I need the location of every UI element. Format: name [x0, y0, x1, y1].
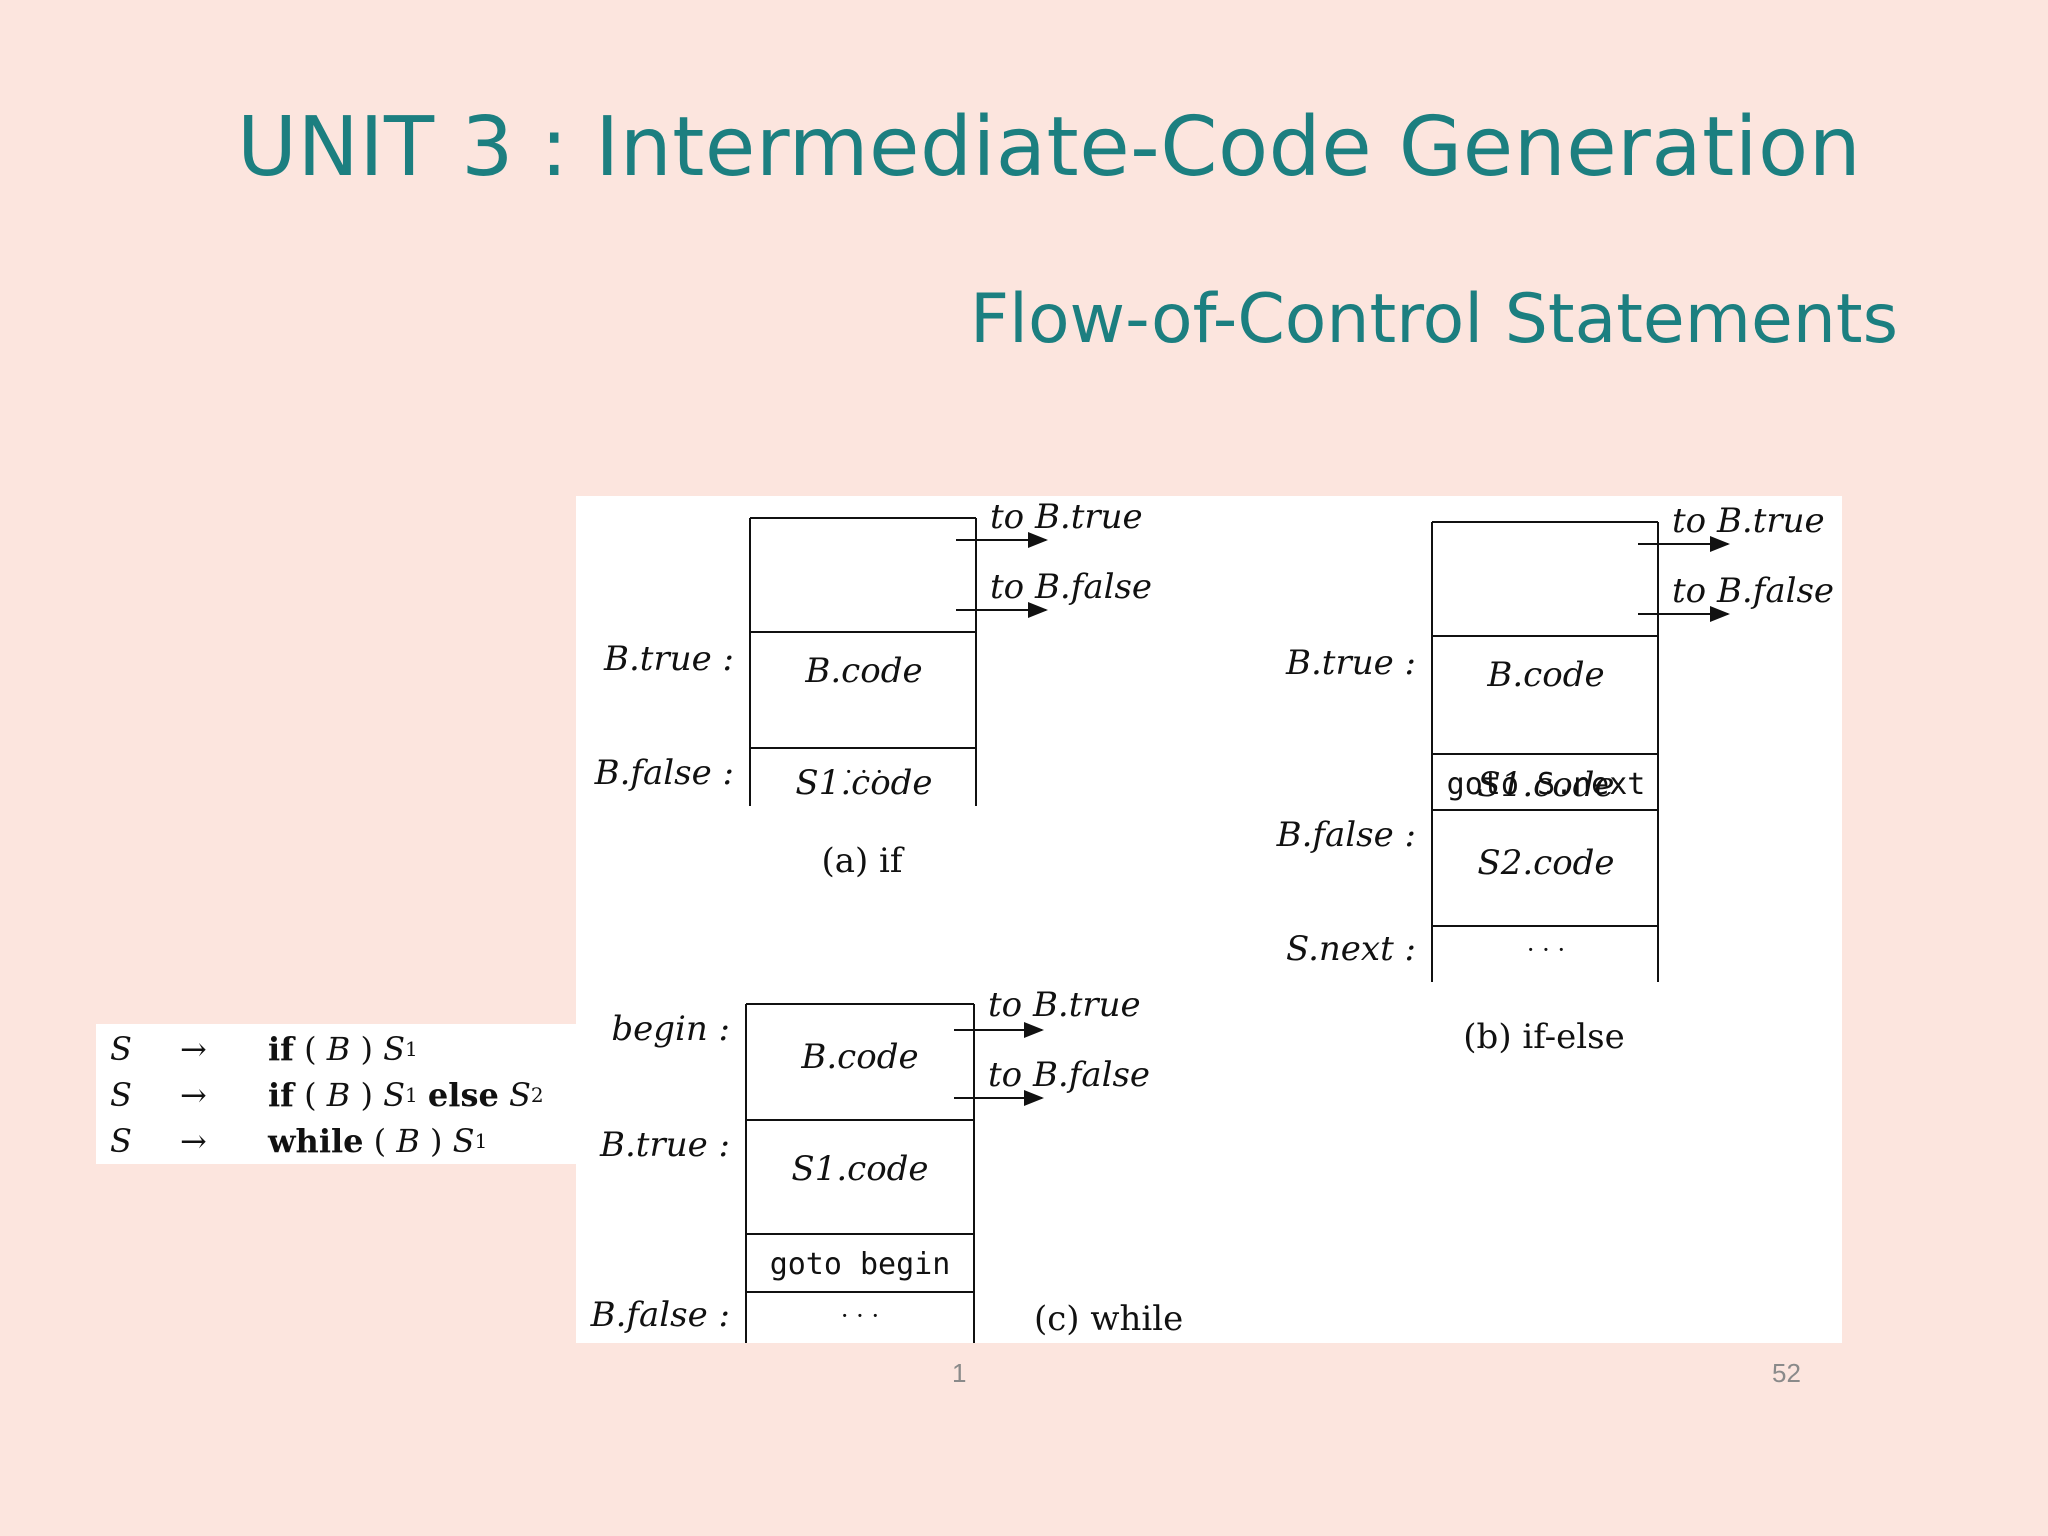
- condition: B: [326, 1030, 351, 1068]
- diagram-if: [749, 517, 1048, 806]
- production-lhs: S: [110, 1122, 132, 1160]
- ifelse-box-s2-code: S2.code: [1477, 843, 1614, 883]
- keyword-else: else: [427, 1076, 499, 1114]
- if-arrow-bfalse: to B.false: [990, 567, 1152, 607]
- if-arrow-btrue: to B.true: [990, 497, 1143, 537]
- arrow-icon: →: [180, 1122, 207, 1160]
- statement-subscript: 1: [405, 1083, 418, 1107]
- condition: B: [326, 1076, 351, 1114]
- ifelse-arrow-bfalse: to B.false: [1672, 571, 1834, 611]
- footer-page-number: 52: [1772, 1358, 1801, 1388]
- diagram-if-else: [1431, 521, 1730, 982]
- if-box-b-code: B.code: [804, 651, 922, 691]
- while-box-s1-code: S1.code: [791, 1149, 928, 1189]
- while-arrow-bfalse: to B.false: [988, 1055, 1150, 1095]
- flow-diagrams-svg: B.code S1.code · · · B.true : B.false : …: [590, 497, 1834, 1343]
- while-label-begin: begin :: [611, 1009, 730, 1049]
- slide-subtitle: Flow-of-Control Statements: [969, 280, 1898, 359]
- slide-title: UNIT 3 : Intermediate-Code Generation: [237, 100, 1862, 195]
- statement-subscript: 1: [405, 1037, 418, 1061]
- ifelse-arrow-btrue: to B.true: [1672, 501, 1825, 541]
- while-label-bfalse: B.false :: [590, 1295, 730, 1335]
- footer-slide-number-left: 1: [952, 1358, 967, 1388]
- while-box-goto-begin: goto begin: [770, 1247, 951, 1282]
- flow-control-figure: B.code S1.code · · · B.true : B.false : …: [576, 496, 1842, 1343]
- paren-close: ): [430, 1122, 443, 1160]
- keyword: if: [268, 1076, 294, 1114]
- ifelse-box-ellipsis: · · ·: [1527, 936, 1565, 964]
- if-caption: (a) if: [821, 841, 904, 881]
- ifelse-label-snext: S.next :: [1286, 929, 1416, 969]
- statement: S: [383, 1076, 406, 1114]
- arrow-icon: →: [180, 1030, 207, 1068]
- ifelse-label-bfalse: B.false :: [1276, 815, 1416, 855]
- if-box-s1-code: S1.code: [795, 763, 932, 803]
- paren-close: ): [360, 1030, 373, 1068]
- paren-open: (: [373, 1122, 387, 1160]
- while-label-btrue: B.true :: [599, 1125, 730, 1165]
- while-box-ellipsis: · · ·: [841, 1302, 879, 1330]
- paren-close: ): [360, 1076, 373, 1114]
- keyword: if: [268, 1030, 294, 1068]
- condition: B: [396, 1122, 420, 1160]
- paren-open: (: [304, 1030, 317, 1068]
- ifelse-box-goto-snext: goto S.next: [1447, 767, 1646, 802]
- if-label-btrue: B.true :: [603, 639, 734, 679]
- diagram-while: [745, 1003, 1044, 1343]
- statement: S: [508, 1076, 531, 1114]
- while-arrow-btrue: to B.true: [988, 985, 1141, 1025]
- if-box-ellipsis: · · ·: [845, 758, 883, 786]
- while-caption: (c) while: [1034, 1299, 1183, 1339]
- production-lhs: S: [110, 1030, 132, 1068]
- arrow-icon: →: [180, 1076, 207, 1114]
- if-label-bfalse: B.false :: [594, 753, 734, 793]
- keyword: while: [268, 1122, 364, 1160]
- while-box-b-code: B.code: [800, 1037, 918, 1077]
- statement-subscript: 1: [474, 1129, 488, 1153]
- ifelse-box-s1-code: S1.code: [1477, 765, 1614, 805]
- statement: S: [452, 1122, 475, 1160]
- ifelse-caption: (b) if-else: [1463, 1017, 1624, 1057]
- statement-subscript: 2: [530, 1083, 544, 1107]
- production-lhs: S: [110, 1076, 132, 1114]
- statement: S: [383, 1030, 406, 1068]
- ifelse-label-btrue: B.true :: [1285, 643, 1416, 683]
- ifelse-box-b-code: B.code: [1486, 655, 1604, 695]
- paren-open: (: [304, 1076, 317, 1114]
